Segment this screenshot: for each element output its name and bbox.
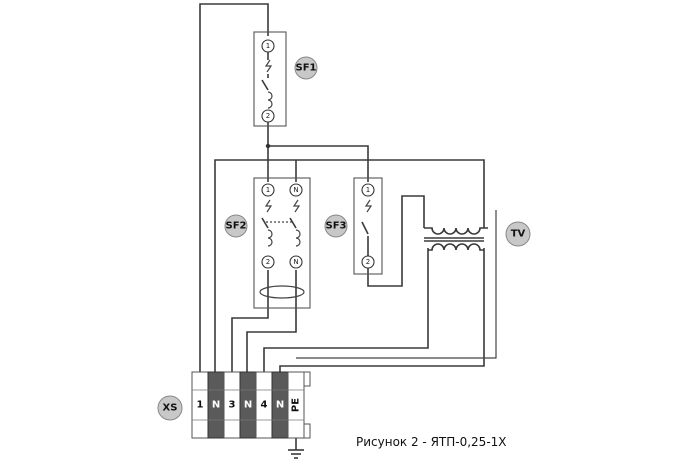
wire-sf3-out xyxy=(367,195,425,287)
wire-sf2-out-neutral xyxy=(246,270,297,372)
sf2-terminal-top-left xyxy=(261,183,275,197)
breaker-sf3: 1 2 SF3 xyxy=(324,177,383,275)
xs-cell-3-label: 3 xyxy=(229,400,236,411)
sf3-terminal-bottom-label: 2 xyxy=(366,258,370,266)
terminal-block-xs: 1 N 3 N 4 N PE XS xyxy=(157,371,311,439)
sf2-coil-right xyxy=(295,229,301,247)
sf2-label: SF2 xyxy=(226,221,247,232)
sf2-terminal-bottom-left-label: 2 xyxy=(266,258,270,266)
sf1-terminal-top-label: 1 xyxy=(266,42,270,50)
xs-cell-4-label: 4 xyxy=(261,400,268,411)
sf1-badge xyxy=(294,56,318,80)
wire-input-phase xyxy=(199,3,269,372)
sf2-badge xyxy=(224,214,248,238)
sf2-terminal-bottom-right-label: N xyxy=(293,258,298,266)
bus-junction xyxy=(265,143,271,149)
sf1-trip-symbol xyxy=(264,59,273,73)
figure-caption: Рисунок 2 - ЯТП-0,25-1Х xyxy=(356,435,507,449)
xs-cell-pe-label: PE xyxy=(291,398,302,412)
xs-label: XS xyxy=(163,403,178,414)
xs-cell-pe xyxy=(287,371,305,439)
sf2-rcd-core xyxy=(259,285,305,299)
wire-sf2-out-phase xyxy=(231,270,269,372)
sf3-label: SF3 xyxy=(326,221,347,232)
sf3-terminal-top xyxy=(361,183,375,197)
wire-tv-secondary-2 xyxy=(279,248,485,372)
sf3-badge xyxy=(324,214,348,238)
xs-cell-n3-label: N xyxy=(276,400,284,411)
wire-input-neutral xyxy=(214,159,485,372)
sf1-terminal-bottom xyxy=(261,109,275,123)
wire-bus-sf3 xyxy=(268,145,369,182)
sf2-housing xyxy=(253,177,311,309)
sf2-terminal-top-right-label: N xyxy=(293,186,298,194)
sf2-terminal-top-right xyxy=(289,183,303,197)
breaker-sf2: 1 N 2 N SF2 xyxy=(224,177,311,309)
xs-cell-n2-label: N xyxy=(244,400,252,411)
wires xyxy=(199,3,497,459)
breaker-sf1: 1 2 SF1 xyxy=(253,31,318,127)
xs-cell-1-label: 1 xyxy=(197,400,204,411)
sf3-terminal-top-label: 1 xyxy=(366,186,370,194)
tv-label: TV xyxy=(511,229,526,240)
sf2-terminal-bottom-right xyxy=(289,255,303,269)
wire-pe xyxy=(296,210,497,359)
wire-tv-secondary-1 xyxy=(263,248,429,372)
sf1-label: SF1 xyxy=(296,63,317,74)
xs-badge xyxy=(157,395,183,421)
sf3-terminal-bottom xyxy=(361,255,375,269)
tv-badge xyxy=(505,221,531,247)
transformer-tv: TV xyxy=(424,221,531,251)
sf1-coil xyxy=(267,91,273,109)
sf1-housing xyxy=(253,31,287,127)
xs-cell-n1-label: N xyxy=(212,400,220,411)
sf1-terminal-bottom-label: 2 xyxy=(266,112,270,120)
tv-primary-winding xyxy=(424,227,488,235)
sf3-housing xyxy=(353,177,383,275)
sf2-terminal-bottom-left xyxy=(261,255,275,269)
sf2-terminal-top-left-label: 1 xyxy=(266,186,270,194)
tv-secondary-winding xyxy=(428,243,484,251)
sf2-coil-left xyxy=(267,229,273,247)
